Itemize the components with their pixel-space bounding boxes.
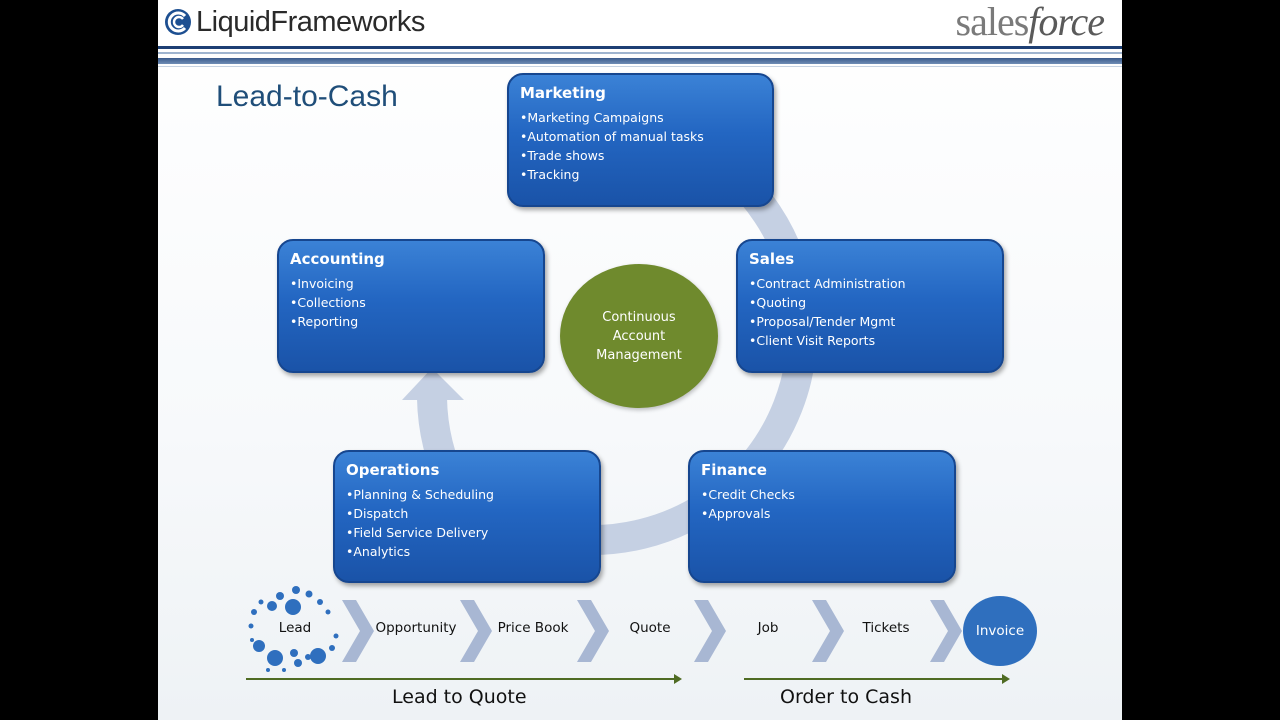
accounting-title: Accounting [290, 250, 385, 268]
sales-item: Quoting [749, 293, 991, 312]
header-rule [158, 46, 1122, 49]
operations-item: Analytics [346, 542, 588, 561]
sales-item: Contract Administration [749, 274, 991, 293]
marketing-box: Marketing Marketing Campaigns Automation… [507, 73, 774, 207]
salesforce-logo: salesforce [955, 0, 1105, 45]
salesforce-logo-part2: force [1028, 0, 1105, 44]
step-job: Job [757, 620, 779, 636]
accounting-item: Reporting [290, 312, 532, 331]
marketing-title: Marketing [520, 84, 606, 102]
center-circle: Continuous Account Management [560, 264, 718, 408]
marketing-item: Marketing Campaigns [520, 108, 761, 127]
operations-item: Dispatch [346, 504, 588, 523]
salesforce-logo-part1: sales [955, 0, 1030, 44]
header: LiquidFrameworks salesforce [158, 0, 1122, 46]
slide: LiquidFrameworks salesforce Lead-to-Cash… [158, 0, 1122, 720]
chevron-icon [460, 600, 492, 662]
sales-item: Proposal/Tender Mgmt [749, 312, 991, 331]
arrow-right-icon [674, 674, 682, 684]
center-label: Continuous Account Management [596, 309, 682, 363]
liquidframeworks-wordmark: LiquidFrameworks [196, 5, 425, 38]
sales-item: Client Visit Reports [749, 331, 991, 350]
finance-title: Finance [701, 461, 767, 479]
phase-order-to-cash: Order to Cash [780, 686, 912, 708]
chevron-icon [812, 600, 844, 662]
phase-line-left [246, 678, 678, 680]
finance-box: Finance Credit Checks Approvals [688, 450, 956, 583]
accounting-item: Collections [290, 293, 532, 312]
chevron-icon [930, 600, 962, 662]
step-opportunity: Opportunity [375, 620, 457, 636]
step-quote: Quote [629, 620, 671, 636]
header-band [158, 58, 1122, 64]
liquidframeworks-logo: LiquidFrameworks [164, 4, 425, 40]
header-rule-thin [158, 52, 1122, 54]
operations-box: Operations Planning & Scheduling Dispatc… [333, 450, 601, 583]
operations-item: Planning & Scheduling [346, 485, 588, 504]
slide-title: Lead-to-Cash [216, 80, 398, 113]
operations-item: Field Service Delivery [346, 523, 588, 542]
finance-item: Approvals [701, 504, 943, 523]
finance-item: Credit Checks [701, 485, 943, 504]
liquidframeworks-swirl-icon [165, 9, 191, 35]
accounting-box: Accounting Invoicing Collections Reporti… [277, 239, 545, 373]
step-invoice: Invoice [963, 596, 1037, 666]
operations-title: Operations [346, 461, 440, 479]
marketing-item: Automation of manual tasks [520, 127, 761, 146]
chevron-icon [694, 600, 726, 662]
sales-title: Sales [749, 250, 795, 268]
marketing-item: Tracking [520, 165, 761, 184]
step-price-book: Price Book [497, 620, 569, 636]
accounting-item: Invoicing [290, 274, 532, 293]
step-invoice-label: Invoice [975, 623, 1025, 639]
lead-dots-icon [248, 586, 339, 672]
chevron-icon [342, 600, 374, 662]
step-lead: Lead [278, 620, 312, 636]
marketing-item: Trade shows [520, 146, 761, 165]
phase-line-right [744, 678, 1006, 680]
chevron-icon [577, 600, 609, 662]
phase-lead-to-quote: Lead to Quote [392, 686, 527, 708]
step-tickets: Tickets [862, 620, 910, 636]
header-rule-light [158, 66, 1122, 67]
sales-box: Sales Contract Administration Quoting Pr… [736, 239, 1004, 373]
arrow-right-icon [1002, 674, 1010, 684]
